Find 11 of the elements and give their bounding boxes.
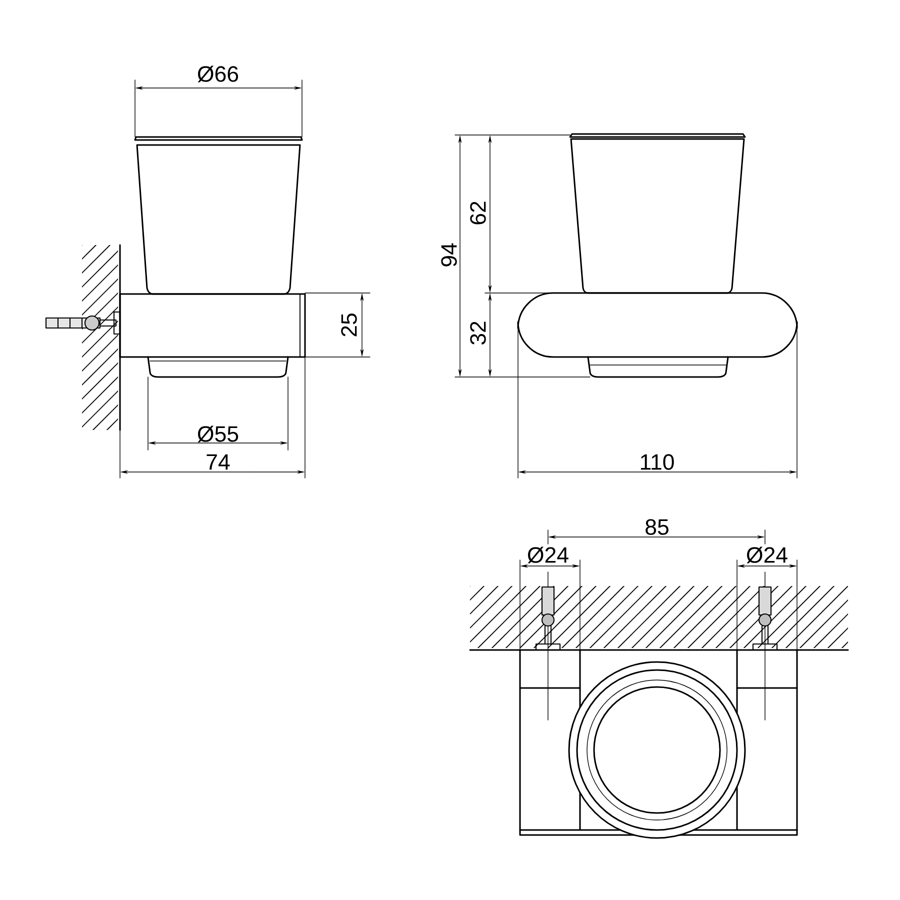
- dimension-label: 32: [470, 322, 486, 345]
- dimension-label: 94: [441, 243, 457, 266]
- dimension-label: 85: [646, 519, 668, 535]
- dimension-label: Ø24: [528, 546, 568, 564]
- dimension-label: Ø66: [198, 66, 238, 82]
- dimension-label: Ø55: [198, 426, 238, 442]
- dimension-label: 74: [206, 454, 230, 470]
- dimension-label: 62: [470, 202, 486, 224]
- dimension-label: 25: [341, 314, 357, 336]
- dimension-label: 110: [640, 454, 674, 470]
- dimension-label: Ø24: [746, 546, 788, 564]
